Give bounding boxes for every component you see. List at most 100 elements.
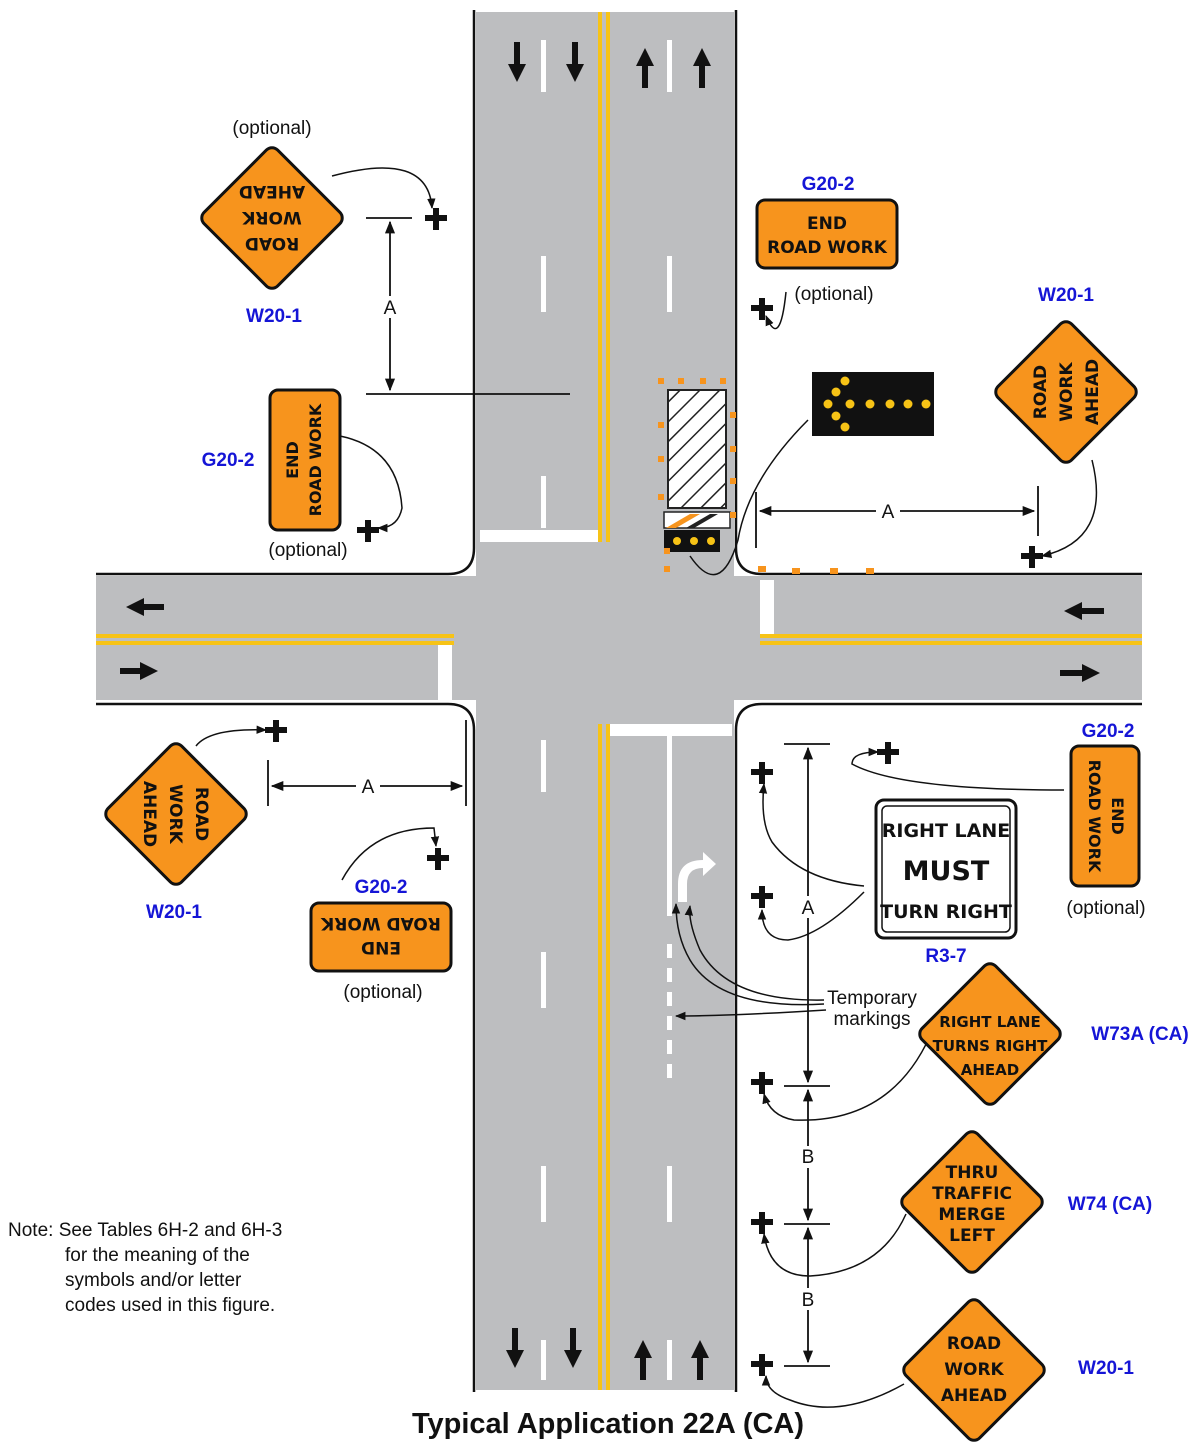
sign-text: WORK xyxy=(944,1360,1004,1380)
note-line: codes used in this figure. xyxy=(65,1295,276,1316)
dimension-a-label: A xyxy=(802,898,815,919)
sign-support-icon xyxy=(751,1072,773,1094)
sign-code: W74 (CA) xyxy=(1068,1194,1152,1215)
sign-text: ROAD xyxy=(1031,365,1051,419)
sign-text: END xyxy=(807,214,847,234)
label-text: Temporary xyxy=(827,988,917,1009)
sign-text: AHEAD xyxy=(961,1061,1019,1079)
sign-text: THRU xyxy=(946,1163,999,1183)
sign-text: ROAD WORK xyxy=(320,913,441,933)
sign-code: W73A (CA) xyxy=(1091,1024,1188,1045)
lane-lines xyxy=(541,40,672,1380)
sign-code: W20-1 xyxy=(1038,285,1094,306)
note-line: Note: See Tables 6H-2 and 6H-3 xyxy=(8,1220,283,1241)
sign-text: ROAD xyxy=(245,233,299,253)
sign-text: WORK xyxy=(165,784,185,844)
sign-support-icon xyxy=(877,742,899,764)
sign-text: MUST xyxy=(903,856,990,887)
sign-support-icon xyxy=(265,720,287,742)
leader-lines xyxy=(195,167,1098,1408)
lane-arrow-icon xyxy=(506,1328,524,1368)
sign-text: AHEAD xyxy=(139,781,159,847)
sign-code: G20-2 xyxy=(1082,721,1135,742)
sign-g20-2-nw: END ROAD WORK G20-2 (optional) xyxy=(202,388,348,561)
sign-code: G20-2 xyxy=(802,174,855,195)
stop-bars xyxy=(438,530,774,736)
lane-arrows xyxy=(120,42,1104,1380)
sign-code: R3-7 xyxy=(925,946,966,967)
sign-support-icon xyxy=(751,1212,773,1234)
figure-note: Note: See Tables 6H-2 and 6H-3 for the m… xyxy=(8,1218,338,1318)
sign-w20-1-ne: W20-1 ROAD WORK AHEAD xyxy=(994,285,1138,464)
sign-support-icon xyxy=(427,848,449,870)
sign-code: G20-2 xyxy=(355,877,408,898)
lane-arrow-icon xyxy=(634,1340,652,1380)
dimension-labels: A A A A B B xyxy=(362,298,895,1311)
sign-text: ROAD WORK xyxy=(767,238,888,258)
lane-arrow-icon xyxy=(693,48,711,88)
centerlines xyxy=(96,12,1142,1390)
channelizing-devices xyxy=(658,378,874,574)
dimension-a-label: A xyxy=(362,777,375,798)
note-line: symbols and/or letter xyxy=(65,1270,242,1291)
sign-text: TURNS RIGHT xyxy=(933,1037,1049,1055)
temporary-markings-label: Temporary markings xyxy=(827,988,917,1030)
sign-text: ROAD xyxy=(191,787,211,841)
sign-code: W20-1 xyxy=(146,902,202,923)
sign-support-icon xyxy=(1021,546,1043,568)
sign-text: TRAFFIC xyxy=(932,1184,1012,1204)
sign-w20-1-nw: (optional) ROAD WORK AHEAD W20-1 xyxy=(200,118,344,327)
sign-g20-2-sw: G20-2 END ROAD WORK (optional) xyxy=(309,877,453,1003)
lane-arrow-icon xyxy=(566,42,584,82)
sign-r3-7: RIGHT LANE MUST TURN RIGHT R3-7 xyxy=(874,798,1018,967)
sign-text: WORK xyxy=(241,207,301,227)
lane-arrow-icon xyxy=(120,662,158,680)
dimension-b-label: B xyxy=(802,1147,815,1168)
sign-text: WORK xyxy=(1057,361,1077,421)
sign-code: G20-2 xyxy=(202,450,255,471)
sign-text: ROAD WORK xyxy=(1085,760,1104,873)
sign-text: END xyxy=(1108,797,1127,835)
sign-code: W20-1 xyxy=(246,306,302,327)
sign-text: AHEAD xyxy=(941,1386,1007,1406)
lane-arrow-icon xyxy=(1060,664,1100,682)
sign-text: ROAD WORK xyxy=(306,403,325,516)
sign-w20-1-s: ROAD WORK AHEAD W20-1 xyxy=(902,1298,1134,1442)
turn-arrow-marking-icon xyxy=(678,852,716,902)
sign-text: MERGE xyxy=(938,1205,1005,1225)
label-text: markings xyxy=(833,1009,910,1030)
sign-text: RIGHT LANE xyxy=(882,820,1010,842)
lane-arrow-icon xyxy=(691,1340,709,1380)
sign-text: LEFT xyxy=(949,1226,995,1246)
optional-label: (optional) xyxy=(232,118,311,139)
sign-text: RIGHT LANE xyxy=(939,1013,1040,1031)
sign-support-icon xyxy=(751,298,773,320)
sign-w74: THRU TRAFFIC MERGE LEFT W74 (CA) xyxy=(900,1130,1152,1274)
sign-text: AHEAD xyxy=(1083,359,1103,425)
sign-code: W20-1 xyxy=(1078,1358,1134,1379)
optional-label: (optional) xyxy=(794,284,873,305)
optional-label: (optional) xyxy=(268,540,347,561)
sign-w73a: RIGHT LANE TURNS RIGHT AHEAD W73A (CA) xyxy=(918,962,1189,1106)
sign-text: AHEAD xyxy=(239,181,305,201)
lane-arrow-icon xyxy=(126,598,164,616)
sign-support-icon xyxy=(425,208,447,230)
work-vehicle-icon xyxy=(663,389,731,552)
dimension-a-label: A xyxy=(882,502,895,523)
sign-g20-2-ne: G20-2 END ROAD WORK (optional) xyxy=(755,174,899,305)
lane-arrow-icon xyxy=(508,42,526,82)
sign-text: TURN RIGHT xyxy=(880,901,1012,923)
dimension-a-label: A xyxy=(384,298,397,319)
sign-g20-2-se: G20-2 END ROAD WORK (optional) xyxy=(1066,721,1145,919)
lane-arrow-icon xyxy=(636,48,654,88)
sign-text: END xyxy=(361,937,401,957)
sign-w20-1-sw: ROAD WORK AHEAD W20-1 xyxy=(104,742,248,923)
sign-support-icon xyxy=(751,886,773,908)
note-line: for the meaning of the xyxy=(65,1245,250,1266)
sign-text: END xyxy=(283,441,302,479)
arrow-board-icon xyxy=(812,372,934,436)
sign-support-icon xyxy=(357,520,379,542)
optional-label: (optional) xyxy=(1066,898,1145,919)
lane-arrow-icon xyxy=(1064,602,1104,620)
